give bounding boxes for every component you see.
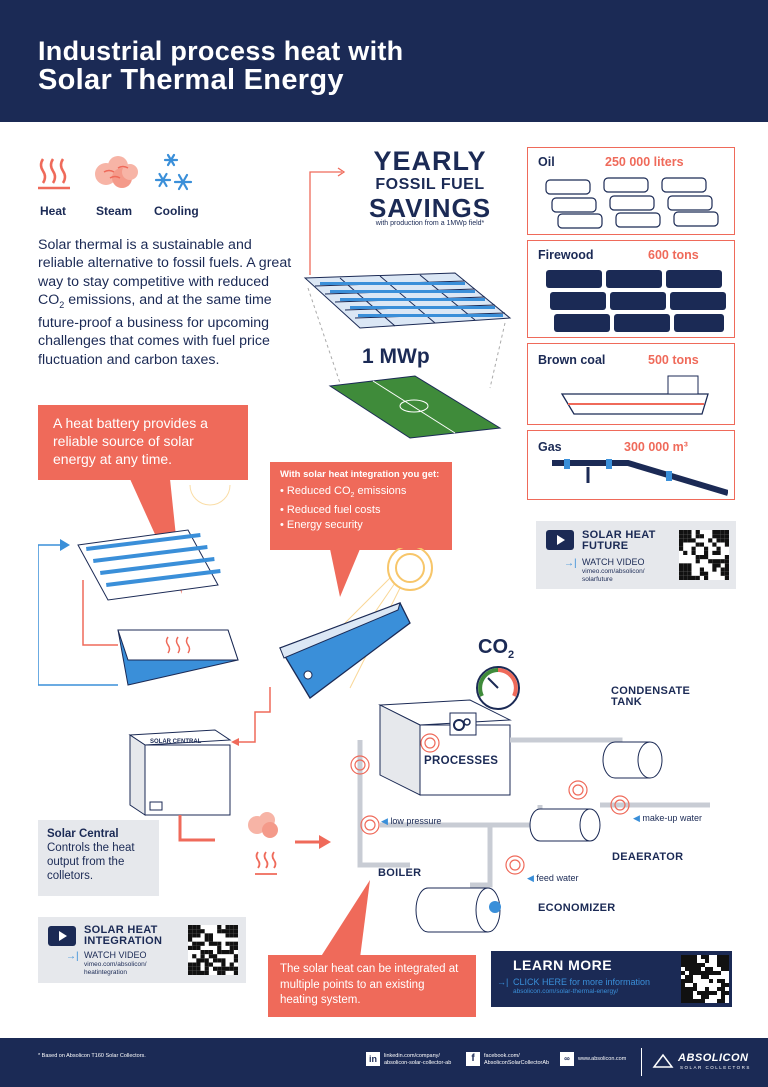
boiler-label: BOILER <box>378 867 422 879</box>
heat-label: Heat <box>40 204 67 218</box>
firewood-stacks-icon <box>546 270 726 332</box>
gas-value: 300 000 m³ <box>624 440 688 454</box>
footer-bar <box>0 1038 768 1087</box>
multi-point-callout: The solar heat can be integrated at mult… <box>268 955 476 1017</box>
play-icon <box>546 530 574 550</box>
pipe-arrow <box>231 687 271 746</box>
oil-value: 250 000 liters <box>605 155 684 169</box>
firewood-label: Firewood <box>538 248 594 262</box>
economizer-label: ECONOMIZER <box>538 902 616 914</box>
arrow-icon: →| <box>564 558 577 569</box>
page-title-line1: Industrial process heat with <box>38 36 404 66</box>
gas-pipeline-icon <box>552 459 728 496</box>
qr-code-icon[interactable] <box>681 955 729 1003</box>
linkedin-icon[interactable]: in <box>366 1052 380 1066</box>
processes-label: PROCESSES <box>424 755 499 767</box>
make-up-water-label: ◀ make-up water <box>633 813 702 823</box>
callout-pointer <box>330 549 360 597</box>
solar-central-unit <box>128 729 232 816</box>
snowflake-icon <box>154 153 193 191</box>
steam-icon <box>95 156 138 188</box>
collector-loop-illustration <box>38 485 239 686</box>
brown-coal-label: Brown coal <box>538 353 606 367</box>
steam-label: Steam <box>96 204 133 218</box>
video-integration-watch[interactable]: WATCH VIDEO <box>84 950 147 960</box>
website-link[interactable]: www.absolicon.com <box>578 1056 627 1062</box>
gears-icon <box>453 718 471 731</box>
heat-flow-icons <box>178 812 331 875</box>
oil-tanks-icon <box>545 177 719 229</box>
arrow-icon: →| <box>66 951 79 962</box>
field-size-label: 1 MWp <box>362 345 430 368</box>
solar-central-tag: SOLAR CENTRAL <box>150 739 202 745</box>
video-future-url[interactable]: vimeo.com/absolicon/solarfuture <box>582 568 645 583</box>
savings-subtitle: with production from a 1MWp field* <box>375 220 485 227</box>
deaerator-label: DEAERATOR <box>612 851 684 863</box>
savings-title: YEARLY FOSSIL FUEL SAVINGS <box>368 146 492 223</box>
play-icon <box>48 926 76 946</box>
solar-field-illustration <box>303 272 512 439</box>
brown-coal-value: 500 tons <box>648 353 699 367</box>
brown-coal-box: Brown coal 500 tons <box>527 343 735 425</box>
qr-code-icon[interactable] <box>679 530 729 580</box>
linkedin-link[interactable]: linkedin.com/company/absolicon-solar-col… <box>384 1053 452 1066</box>
oil-label: Oil <box>538 155 555 169</box>
footer-note: * Based on Absolicon T160 Solar Collecto… <box>38 1053 146 1059</box>
learn-more-title: LEARN MORE <box>513 957 613 973</box>
absolicon-logo-icon <box>652 1053 674 1068</box>
condensate-tank-label: CONDENSATE TANK <box>611 685 691 708</box>
process-diagram <box>350 699 710 933</box>
connector-arrow <box>309 167 346 275</box>
facebook-icon[interactable]: f <box>466 1052 480 1066</box>
oil-box: Oil 250 000 liters <box>527 147 735 235</box>
cargo-ship-icon <box>560 375 709 415</box>
gas-box: Gas 300 000 m³ <box>527 430 735 500</box>
video-integration-url[interactable]: vimeo.com/absolicon/heatintegration <box>84 961 147 976</box>
video-future-watch[interactable]: WATCH VIDEO <box>582 557 645 567</box>
feed-water-label: ◀ feed water <box>527 873 579 883</box>
solar-central-note: Solar Central Controls the heat output f… <box>38 820 159 896</box>
trough-collector-illustration <box>279 548 433 699</box>
brand-tagline: SOLAR COLLECTORS <box>680 1065 751 1070</box>
integration-callout: With solar heat integration you get: • R… <box>270 462 452 550</box>
header-banner <box>0 0 768 122</box>
co2-label: CO2 <box>478 636 515 661</box>
footer-divider <box>641 1048 642 1076</box>
learn-more-url[interactable]: absolicon.com/solar-thermal-energy/ <box>513 988 619 995</box>
heat-battery-callout: A heat battery provides a reliable sourc… <box>38 405 248 480</box>
facebook-link[interactable]: facebook.com/AbsoliconSolarCollectorAb <box>484 1053 550 1066</box>
firewood-box: Firewood 600 tons <box>527 240 735 338</box>
firewood-value: 600 tons <box>648 248 699 262</box>
link-icon[interactable]: ∞ <box>560 1052 574 1066</box>
learn-more-box[interactable]: LEARN MORE →| CLICK HERE for more inform… <box>491 951 732 1007</box>
page-title-line2: Solar Thermal Energy <box>38 64 344 96</box>
intro-paragraph: Solar thermal is a sustainable and relia… <box>38 237 292 368</box>
low-pressure-label: ◀ low pressure <box>381 816 442 826</box>
heat-icon <box>38 158 70 190</box>
qr-code-icon[interactable] <box>188 925 238 975</box>
callout-pointer <box>320 880 370 958</box>
gas-label: Gas <box>538 440 562 454</box>
co2-gauge-icon <box>476 666 520 710</box>
learn-more-link[interactable]: CLICK HERE for more information <box>513 977 651 987</box>
brand-name: ABSOLICON <box>678 1052 749 1064</box>
arrow-icon: →| <box>497 977 509 987</box>
cooling-label: Cooling <box>154 204 199 218</box>
